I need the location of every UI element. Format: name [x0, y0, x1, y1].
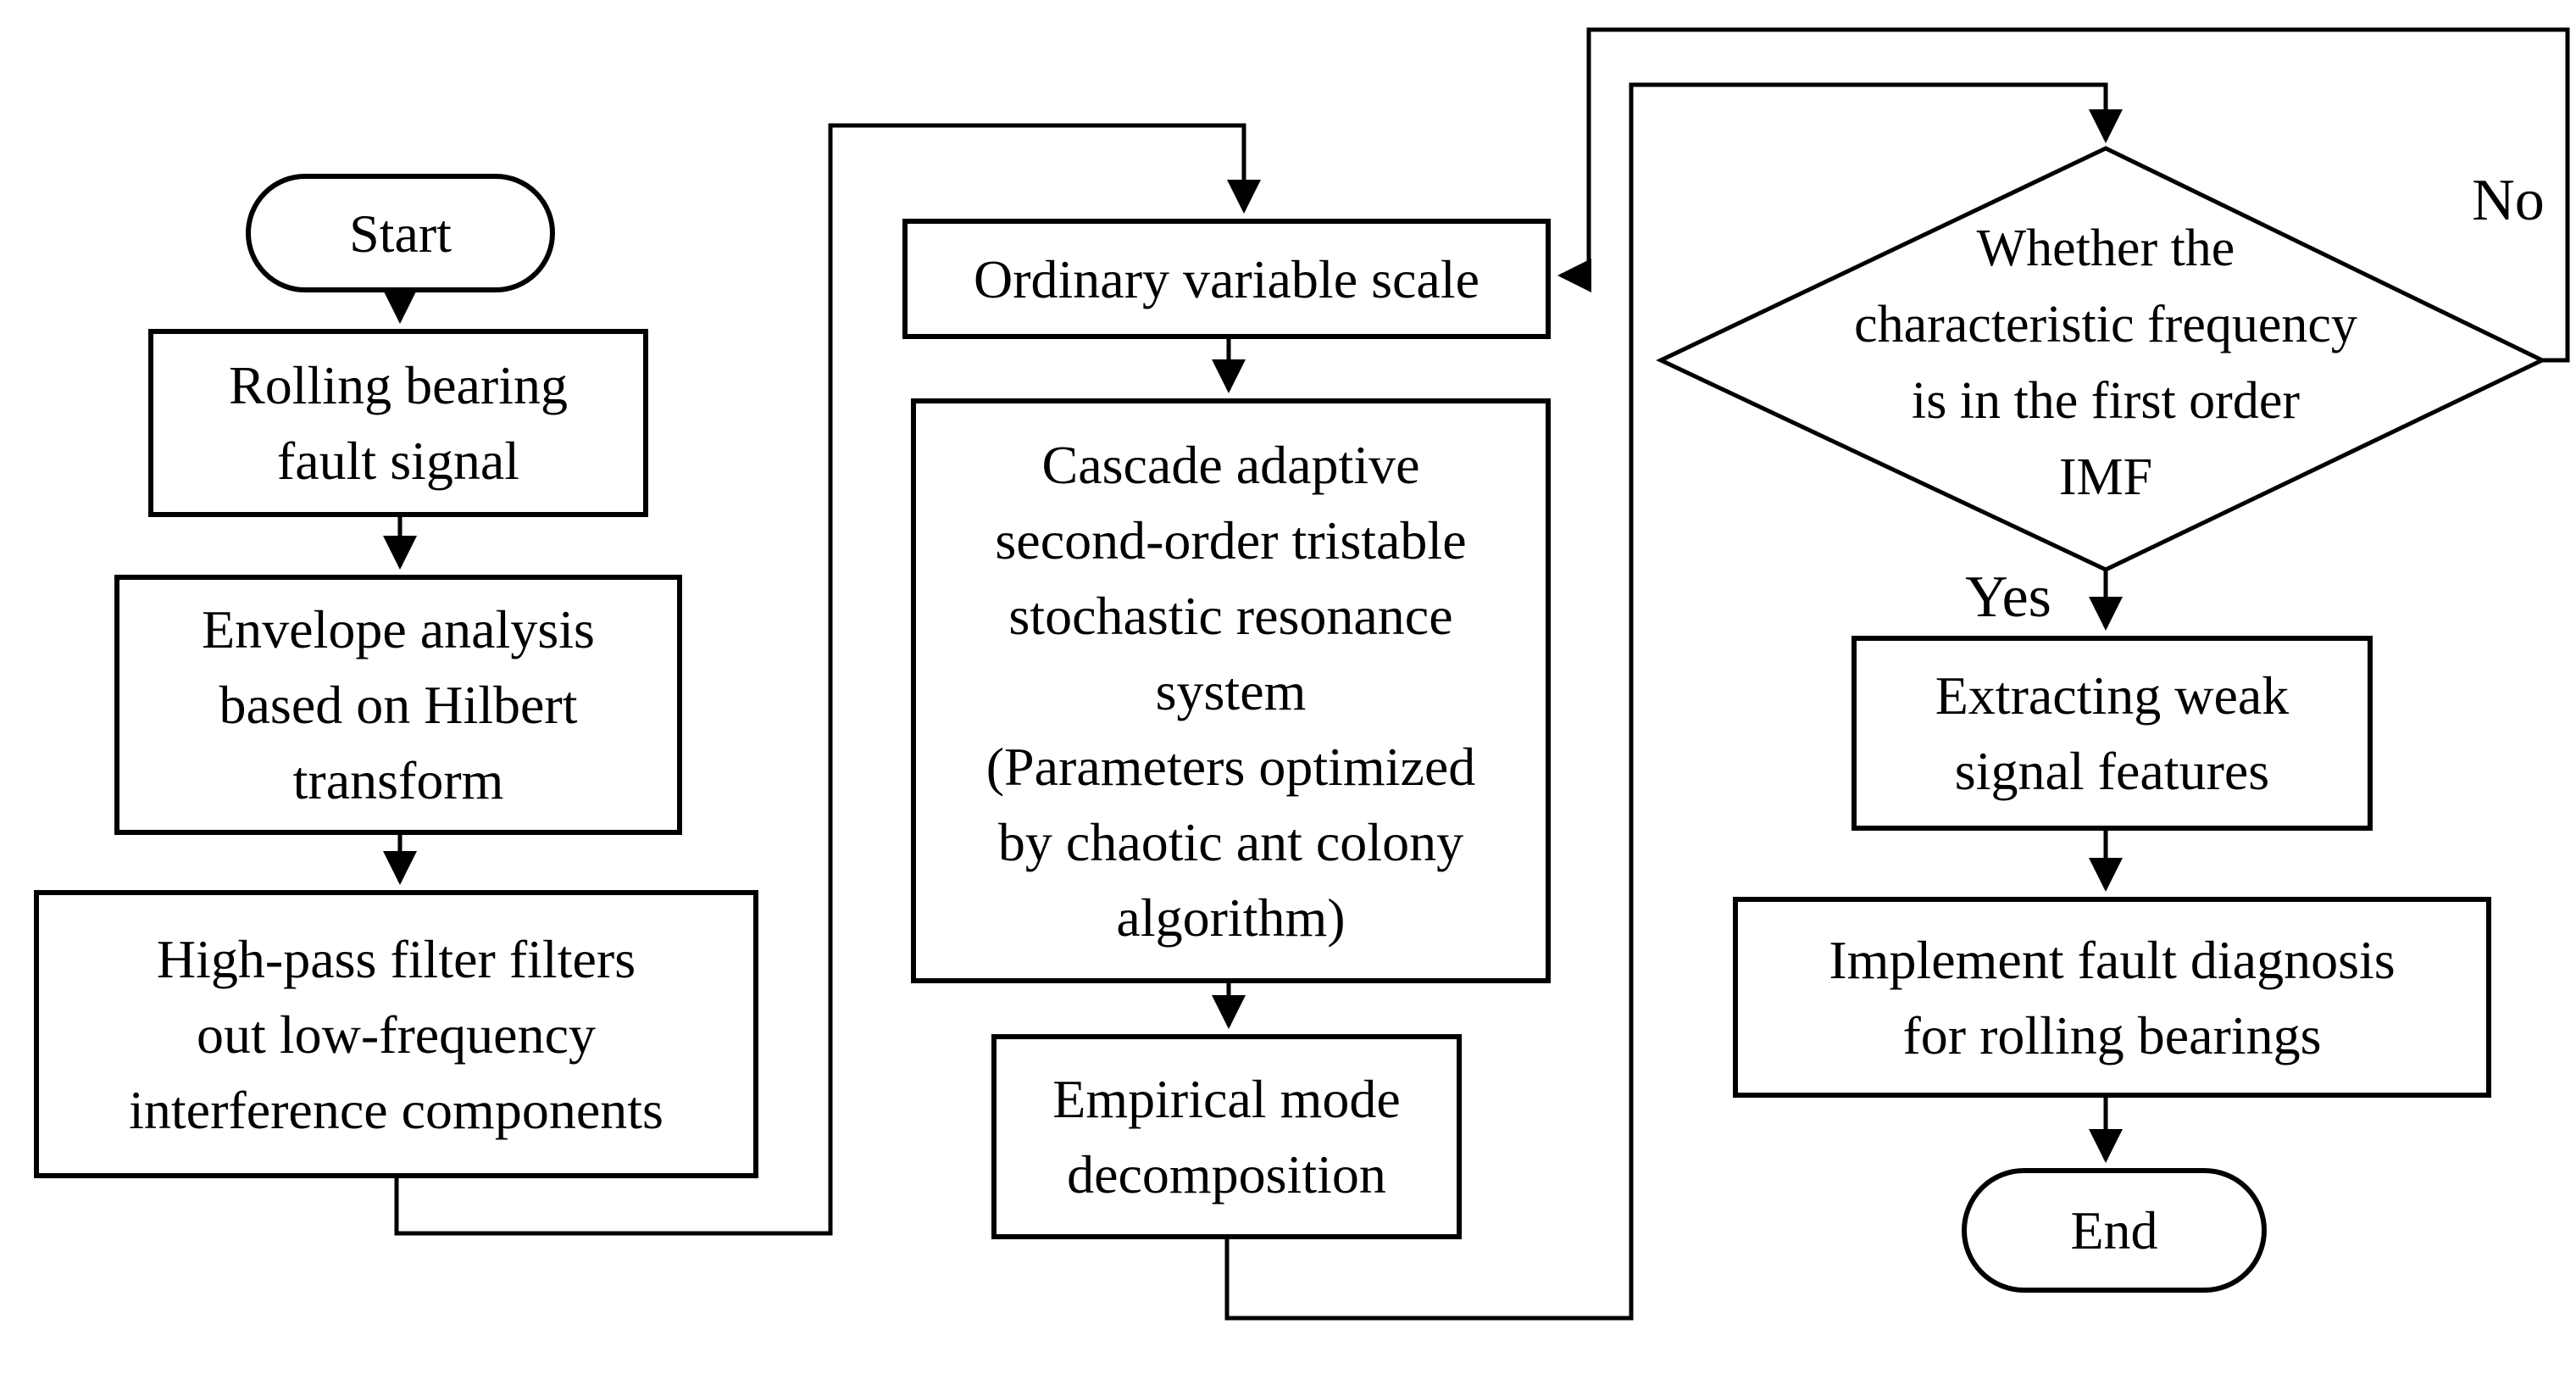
node-text-line: stochastic resonance — [1008, 585, 1453, 646]
node-text-line: out low-frequency — [197, 1004, 596, 1065]
node-label: End — [2070, 1200, 2158, 1260]
node-rolling-bearing-fault-signal: Rolling bearing fault signal — [148, 329, 648, 517]
node-highpass-filter: High-pass filter filters out low-frequen… — [34, 890, 758, 1178]
node-label: Ordinary variable scale — [973, 248, 1480, 309]
node-text-line: interference components — [129, 1079, 663, 1140]
arrow-empirical-to-decision — [1224, 82, 2123, 1321]
node-text-line: Envelope analysis — [202, 599, 595, 659]
edge-label-yes: Yes — [1932, 559, 2085, 636]
edge-label-text: Yes — [1965, 565, 2051, 630]
node-text-line: decomposition — [1067, 1144, 1386, 1205]
node-text-line: IMF — [2058, 448, 2153, 506]
decision-diamond-shape — [1656, 146, 2547, 572]
node-text-line: second-order tristable — [995, 509, 1467, 570]
node-implement-fault-diagnosis: Implement fault diagnosis for rolling be… — [1733, 897, 2491, 1098]
arrow-highpass-to-ordinary — [394, 123, 1261, 1236]
node-text-line: fault signal — [276, 431, 520, 491]
node-text-line: system — [1155, 660, 1307, 721]
node-text-line: Whether the — [1976, 220, 2235, 277]
node-text-line: signal features — [1954, 741, 2270, 801]
node-text-line: based on Hilbert — [219, 675, 578, 735]
node-label: Start — [349, 203, 452, 264]
node-end: End — [1962, 1168, 2267, 1293]
node-text-line: Cascade adaptive — [1041, 434, 1420, 495]
node-text-line: is in the first order — [1911, 372, 2300, 430]
node-text-line: Extracting weak — [1935, 665, 2290, 726]
node-extracting-weak-signal: Extracting weak signal features — [1852, 636, 2373, 831]
node-empirical-mode-decomposition: Empirical mode decomposition — [991, 1034, 1462, 1239]
node-envelope-analysis: Envelope analysis based on Hilbert trans… — [114, 575, 682, 835]
node-text-line: (Parameters optimized — [985, 736, 1476, 797]
node-text-line: Empirical mode — [1052, 1069, 1401, 1129]
node-text-line: characteristic frequency — [1854, 296, 2357, 353]
node-text-line: Rolling bearing — [229, 355, 568, 415]
arrow-no-loop-to-ordinary — [1557, 27, 2570, 363]
node-cascade-stochastic-resonance: Cascade adaptive second-order tristable … — [911, 398, 1551, 983]
node-decision-imf-check: Whether the characteristic frequency is … — [1686, 210, 2525, 515]
node-text-line: High-pass filter filters — [156, 928, 636, 989]
edge-label-text: No — [2472, 168, 2545, 233]
edge-label-no: No — [2432, 163, 2576, 239]
node-text-line: algorithm) — [1116, 887, 1346, 948]
node-text-line: transform — [292, 750, 504, 810]
node-ordinary-variable-scale: Ordinary variable scale — [902, 219, 1551, 339]
node-text-line: Implement fault diagnosis — [1829, 929, 2396, 990]
node-text-line: by chaotic ant colony — [997, 811, 1464, 872]
node-start: Start — [246, 174, 555, 292]
node-text-line: for rolling bearings — [1902, 1004, 2322, 1066]
